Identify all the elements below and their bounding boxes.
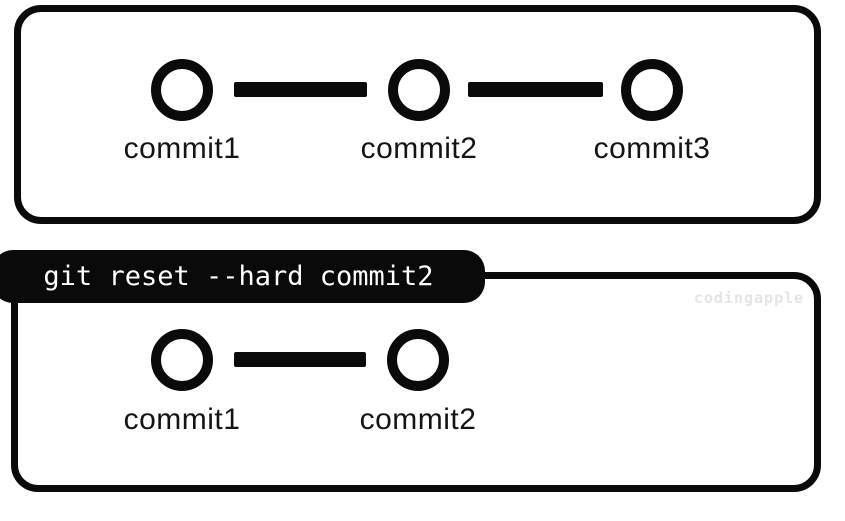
git-command-badge: git reset --hard commit2 — [0, 250, 485, 303]
before-edge-commit1-commit2 — [234, 82, 367, 97]
after-commit2-label: commit2 — [359, 403, 477, 436]
before-commit1-label: commit1 — [123, 132, 241, 165]
before-commit1-node-icon — [151, 59, 213, 121]
git-command-text: git reset --hard commit2 — [43, 261, 434, 292]
watermark-text: codingapple — [693, 289, 805, 307]
before-commit2-label: commit2 — [360, 132, 478, 165]
after-commit2-node-icon — [387, 329, 449, 391]
before-commit3-node-icon — [621, 59, 683, 121]
before-commit2-node-icon — [388, 59, 450, 121]
after-commit1-label: commit1 — [123, 403, 241, 436]
after-edge-commit1-commit2 — [234, 352, 366, 367]
before-edge-commit2-commit3 — [468, 82, 603, 97]
after-commit1-node-icon — [151, 329, 213, 391]
before-commit3-label: commit3 — [593, 132, 711, 165]
